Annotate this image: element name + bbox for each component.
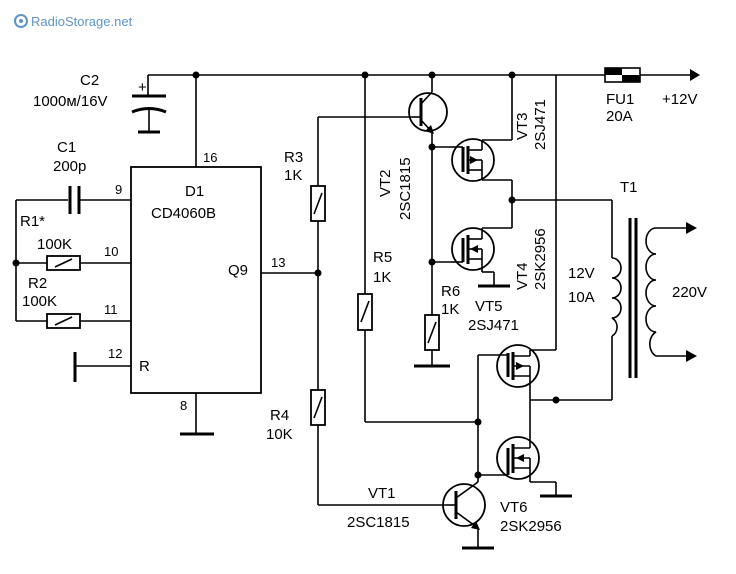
transformer-t1: T1 12V 10A 220V [568,179,707,378]
r5-ref: R5 [373,249,392,266]
watermark-logo-icon [14,14,28,28]
r5-value: 1K [373,269,391,286]
c2-polarity: + [138,79,147,96]
r1-ref: R1* [20,213,45,230]
svg-text:13: 13 [271,255,285,270]
vt2-part: 2SC1815 [397,157,414,220]
r6-ref: R6 [441,283,460,300]
vt5-ref: VT5 [475,298,503,315]
transistor-vt3: VT3 2SJ471 [451,99,549,182]
svg-text:8: 8 [180,398,187,413]
resistor-r5: R5 1K [357,249,392,331]
resistor-r4: R4 10K [266,389,326,443]
svg-text:9: 9 [115,182,122,197]
transistor-vt1: VT1 2SC1815 [347,475,494,550]
t1-ref: T1 [620,179,638,196]
watermark-text: RadioStorage.net [31,14,133,29]
ic-r-label: R [139,358,150,375]
watermark: RadioStorage.net [14,14,133,29]
svg-text:12: 12 [108,346,122,361]
svg-text:16: 16 [203,150,217,165]
vt5-vt6-midpoint [529,336,613,436]
r2-ref: R2 [28,275,47,292]
vt6-part: 2SK2956 [500,518,562,535]
ic-ref: D1 [185,183,204,200]
transistor-vt4: VT4 2SK2956 [451,227,549,290]
transistor-vt5: VT5 2SJ471 [468,298,540,400]
t1-primary-voltage: 12V [568,265,595,282]
capacitor-c1: C1 200p [16,139,86,214]
t1-primary-current: 10A [568,289,595,306]
vt3-vt4-midpoint [482,180,613,258]
resistor-r6: R6 1K [424,283,460,351]
secondary-arrow-bottom-icon [686,350,697,362]
vt6-ref: VT6 [500,499,528,516]
capacitor-c2: + C2 1000м/16V [33,72,167,134]
supply-arrow-icon [690,69,700,81]
t1-secondary-voltage: 220V [672,284,707,301]
vt4-part: 2SK2956 [532,228,549,290]
c1-ref: C1 [57,139,76,156]
c2-ref: C2 [80,72,99,89]
c1-value: 200p [53,158,86,175]
secondary-arrow-top-icon [686,222,697,234]
fuse-ref: FU1 [606,91,634,108]
resistor-r3: R3 1K [284,149,326,222]
vt4-ref: VT4 [514,262,531,290]
r3-r4-column [314,116,446,506]
fuse-rating: 20A [606,108,633,125]
r1-value: 100K [37,236,72,253]
r2-value: 100K [22,293,57,310]
vt3-vt4-gate-net [414,143,451,368]
fuse-fu1: FU1 20A [604,67,641,125]
r5-column [364,75,482,426]
resistor-r1: R1* 100K [20,213,81,271]
vt3-ref: VT3 [514,112,531,140]
transistor-vt6: VT6 2SK2956 [478,436,572,535]
r6-value: 1K [441,301,459,318]
vt2-ref: VT2 [377,169,394,197]
vt1-ref: VT1 [368,485,396,502]
r3-ref: R3 [284,149,303,166]
supply-label: +12V [662,91,697,108]
ic-q9-label: Q9 [228,262,248,279]
ic-d1: 16 D1 CD4060B Q9 R 8 12 9 10 11 13 [73,75,318,436]
svg-text:10: 10 [104,244,118,259]
vt5-part: 2SJ471 [468,317,519,334]
r3-value: 1K [284,167,302,184]
r4-value: 10K [266,426,293,443]
ic-part: CD4060B [151,205,216,222]
vt1-part: 2SC1815 [347,514,410,531]
svg-text:11: 11 [104,302,118,317]
c2-value: 1000м/16V [33,93,108,110]
left-bus [12,200,47,322]
vt3-part: 2SJ471 [532,99,549,150]
resistor-r2: R2 100K [22,275,81,329]
r4-ref: R4 [270,407,289,424]
